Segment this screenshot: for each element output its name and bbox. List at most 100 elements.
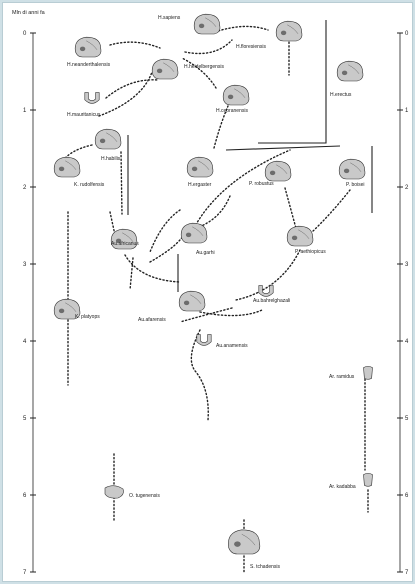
left-axis-tick-label: 6 xyxy=(23,493,27,499)
skull-icon xyxy=(94,128,122,150)
lineage-connectors xyxy=(61,20,373,573)
skull-shape xyxy=(53,298,81,320)
skull-icon xyxy=(53,298,81,320)
species-label: H.ergaster xyxy=(188,182,212,188)
species-node-h-mauritanicus: H.mauritanicus xyxy=(67,92,101,118)
skull-shape xyxy=(110,228,138,250)
lineage-connector xyxy=(120,151,123,215)
lineage-connector xyxy=(184,39,233,55)
species-label: H.cepranensis xyxy=(216,108,248,114)
skull-detail xyxy=(86,40,98,50)
species-node-s-tchadensis: S. tchadensis xyxy=(228,529,281,570)
species-node-p-robustus: P. robustus xyxy=(249,160,292,187)
skull-detail xyxy=(122,232,134,242)
skull-icon xyxy=(228,529,261,555)
species-label: Au.afarensis xyxy=(138,317,166,323)
skull-detail xyxy=(192,226,204,236)
species-label: O. tugenensis xyxy=(129,493,160,499)
lineage-connector xyxy=(284,187,298,233)
skull-icon xyxy=(336,60,364,82)
right-axis-tick-label: 7 xyxy=(405,570,409,576)
skull-detail xyxy=(234,88,246,98)
skull-detail xyxy=(65,302,77,312)
species-node-au-bahrelghazali: Au.bahrelghazali xyxy=(253,285,290,304)
species-label: H.heidelbergensis xyxy=(184,64,225,70)
species-label: H.sapiens xyxy=(158,15,181,21)
right-axis-tick-label: 1 xyxy=(405,108,409,114)
skull-detail xyxy=(298,229,310,239)
left-axis-tick-label: 3 xyxy=(23,262,27,268)
skull-shape xyxy=(336,60,364,82)
species-label: H.neanderthalensis xyxy=(67,62,111,68)
eye-socket xyxy=(341,70,348,76)
skull-shape xyxy=(53,156,81,178)
species-label: P. boisei xyxy=(346,182,365,188)
species-label: Au.africanus xyxy=(111,241,139,247)
lineage-range-bar xyxy=(225,145,341,151)
jaw-shape xyxy=(258,285,274,297)
species-node-h-floresiensis: H.floresiensis xyxy=(236,20,303,50)
lineage-connector xyxy=(311,189,351,233)
eye-socket xyxy=(343,168,350,174)
skull-detail xyxy=(198,160,210,170)
eye-socket xyxy=(291,235,298,241)
species-label: H.floresiensis xyxy=(236,44,267,50)
lineage-connector xyxy=(214,25,269,33)
eye-socket xyxy=(185,232,192,238)
left-axis-tick-label: 2 xyxy=(23,185,27,191)
right-axis-tick-label: 3 xyxy=(405,262,409,268)
species-node-k-rudolfensis: K. rudolfensis xyxy=(53,156,105,188)
skull-detail xyxy=(106,132,118,142)
skull-detail xyxy=(163,62,175,72)
species-node-h-habilis: H.habilis xyxy=(94,128,122,162)
skull-icon xyxy=(74,36,102,58)
species-node-au-anamensis: Au.anamensis xyxy=(196,334,248,349)
right-axis-tick-label: 2 xyxy=(405,185,409,191)
skull-shape xyxy=(193,13,221,35)
lineage-connector xyxy=(98,71,153,117)
skull-icon xyxy=(186,156,214,178)
species-node-h-ergaster: H.ergaster xyxy=(186,156,214,188)
skull-shape xyxy=(186,156,214,178)
lineage-connector xyxy=(190,329,209,421)
species-label: P. aethiopicus xyxy=(295,249,326,255)
left-axis-tick-label: 7 xyxy=(23,570,27,576)
lineage-connector xyxy=(149,209,181,253)
right-axis-tick-label: 4 xyxy=(405,339,409,345)
lineage-connector xyxy=(181,57,217,89)
lineage-connector xyxy=(199,309,263,317)
right-axis-tick-label: 0 xyxy=(405,31,409,37)
skull-detail xyxy=(65,160,77,170)
species-label: Au.bahrelghazali xyxy=(253,298,290,304)
eye-socket xyxy=(183,300,190,306)
species-label: P. robustus xyxy=(249,181,274,187)
skull-icon xyxy=(151,58,179,80)
species-node-h-heidelbergensis: H.heidelbergensis xyxy=(151,58,225,80)
species-node-k-platyops: K. platyops xyxy=(53,298,100,320)
species-label: Au.anamensis xyxy=(216,343,248,349)
species-label: Ar. kadabba xyxy=(329,484,356,490)
skull-icon xyxy=(222,84,250,106)
species-label: S. tchadensis xyxy=(250,564,281,570)
skull-shape xyxy=(264,160,292,182)
species-node-o-tugenensis: O. tugenensis xyxy=(104,485,160,499)
skull-icon xyxy=(180,222,208,244)
eye-socket xyxy=(280,30,287,36)
eye-socket xyxy=(58,166,65,172)
species-label: Au.garhi xyxy=(196,250,215,256)
skull-detail xyxy=(205,17,217,27)
skull-icon xyxy=(193,13,221,35)
skull-icon xyxy=(53,156,81,178)
right-axis-tick-label: 6 xyxy=(405,493,409,499)
skull-shape xyxy=(338,158,366,180)
species-node-h-neanderthalensis: H.neanderthalensis xyxy=(67,36,111,68)
lineage-connector xyxy=(193,149,291,229)
tooth-icon xyxy=(363,365,373,380)
skull-shape xyxy=(151,58,179,80)
skull-detail xyxy=(276,164,288,174)
jaw-icon xyxy=(196,334,212,346)
species-node-h-cepranensis: H.cepranensis xyxy=(216,84,250,114)
skull-shape xyxy=(74,36,102,58)
